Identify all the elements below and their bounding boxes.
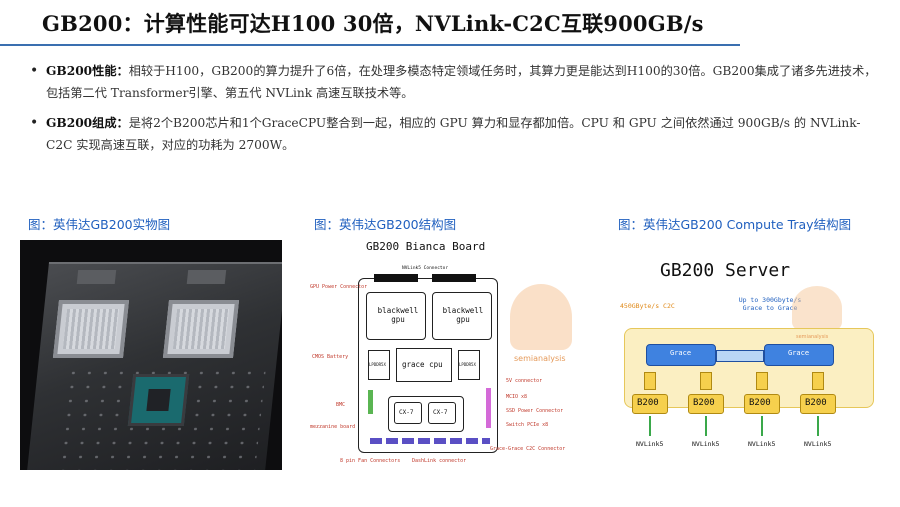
semianalysis-watermark: semianalysis — [514, 354, 566, 363]
bianca-board-diagram: GB200 Bianca Board NVLink5 Connector bla… — [310, 238, 590, 470]
nvlink-label-2: NVLink5 — [692, 440, 720, 448]
nvlink-arrow-2 — [705, 416, 707, 436]
bullet-composition-text: 是将2个B200芯片和1个GraceCPU整合到一起，相应的 GPU 算力和显存… — [46, 116, 861, 152]
gpu-chip-left — [52, 300, 130, 358]
tray-caption: 图：英伟达GB200 Compute Tray结构图 — [618, 217, 852, 232]
photo-caption: 图：英伟达GB200实物图 — [28, 217, 171, 232]
c2c-link-1 — [644, 372, 656, 390]
c2c-note: 450GByte/s C2C — [620, 302, 675, 310]
nvlink-connector-label: NVLink5 Connector — [402, 266, 449, 271]
bullet-performance: GB200性能：相较于H100，GB200的算力提升了6倍，在处理多模态特定领域… — [28, 60, 883, 104]
gpu-label-2: blackwell gpu — [442, 306, 484, 324]
lpddr-left-box — [368, 350, 390, 380]
gpu-box-1 — [366, 292, 426, 340]
grace-cpu-box — [396, 348, 452, 382]
semianalysis-logo — [510, 284, 572, 350]
grace-cpu-chip — [127, 374, 190, 426]
grace-link — [716, 350, 764, 362]
bullet-composition-label: GB200组成： — [46, 116, 129, 130]
board-pcb — [26, 262, 282, 470]
c2c-link-4 — [812, 372, 824, 390]
nvlink-arrow-4 — [817, 416, 819, 436]
cx7-box-2 — [428, 402, 456, 424]
nvlink-arrow-1 — [649, 416, 651, 436]
b200-label-1: B200 — [637, 398, 659, 408]
pcie-bar — [486, 388, 491, 428]
nvlink-label-1: NVLink5 — [636, 440, 664, 448]
grace-label-2: Grace — [788, 349, 810, 357]
latch-left — [76, 270, 117, 284]
bianca-title: GB200 Bianca Board — [366, 240, 486, 253]
grace-cpu-label: grace cpu — [402, 360, 443, 369]
b200-box-2 — [688, 394, 724, 414]
cx7-label-1: CX-7 — [399, 409, 414, 416]
compute-tray-diagram: GB200 Server 450GByte/s C2C Up to 300Gby… — [610, 238, 880, 470]
slide-title: GB200：计算性能可达H100 30倍，NVLink-C2C互联900GB/s — [42, 11, 704, 36]
mcio-label: MCIO x8 — [506, 394, 528, 400]
board-outline — [358, 278, 498, 453]
grace-label-1: Grace — [670, 349, 692, 357]
title-divider — [0, 44, 740, 46]
bullet-performance-label: GB200性能： — [46, 64, 129, 78]
tray-watermark: semianalysis — [796, 334, 829, 340]
c2c-link-2 — [700, 372, 712, 390]
bullet-list: GB200性能：相较于H100，GB200的算力提升了6倍，在处理多模态特定领域… — [28, 60, 883, 164]
structure-caption: 图：英伟达GB200结构图 — [314, 217, 457, 232]
fv-label: 5V connector — [506, 378, 543, 384]
b200-box-3 — [744, 394, 780, 414]
bullet-composition: GB200组成：是将2个B200芯片和1个GraceCPU整合到一起，相应的 G… — [28, 112, 883, 156]
cx7-box-1 — [394, 402, 422, 424]
cmos-label: CMOS Battery — [312, 354, 349, 360]
pcie-label: Switch PCIe x8 — [506, 422, 549, 428]
bmc-label: BMC — [336, 402, 346, 408]
b200-box-1 — [632, 394, 668, 414]
nvlink-label-4: NVLink5 — [804, 440, 832, 448]
cx7-label-2: CX-7 — [433, 409, 448, 416]
gpu-label-1: blackwell gpu — [377, 306, 419, 324]
grace-box-1 — [646, 344, 716, 366]
gb200-photo — [20, 240, 282, 470]
latch-right — [186, 270, 227, 284]
lpddr-right-label: LPDDR5X — [459, 362, 476, 367]
mezzanine-box — [388, 396, 464, 432]
nvlink-connector-left — [374, 274, 418, 282]
grace-c2c-label: Grace-Grace C2C Connector — [490, 446, 566, 452]
gpu-chip-right — [162, 300, 240, 358]
fan-label: 8 pin Fan Connectors — [340, 458, 401, 464]
server-title: GB200 Server — [660, 260, 791, 281]
fan-connectors-bar — [370, 438, 490, 444]
b200-box-4 — [800, 394, 836, 414]
lpddr-right-box — [458, 350, 480, 380]
b200-label-3: B200 — [749, 398, 771, 408]
dashlink-label: DashLink connector — [412, 458, 467, 464]
nvlink-arrow-3 — [761, 416, 763, 436]
bullet-performance-text: 相较于H100，GB200的算力提升了6倍，在处理多模态特定领域任务时，其算力更… — [46, 64, 877, 100]
mezz-label: mezzanine board — [310, 424, 356, 430]
c2c-link-3 — [756, 372, 768, 390]
bmc-bar — [368, 390, 373, 414]
nvlink-label-3: NVLink5 — [748, 440, 776, 448]
gpu-power-label: GPU Power Connector — [310, 284, 368, 290]
lpddr-left-label: LPDDR5X — [369, 362, 386, 367]
b200-label-2: B200 — [693, 398, 715, 408]
nvlink-connector-right — [432, 274, 476, 282]
grace-box-2 — [764, 344, 834, 366]
gpu-box-2 — [432, 292, 492, 340]
ssd-label: SSD Power Connector — [506, 408, 564, 414]
tray-semianalysis-logo — [792, 286, 842, 330]
grace-grace-note: Up to 300Gbyte/s Grace to Grace — [738, 296, 802, 312]
b200-label-4: B200 — [805, 398, 827, 408]
